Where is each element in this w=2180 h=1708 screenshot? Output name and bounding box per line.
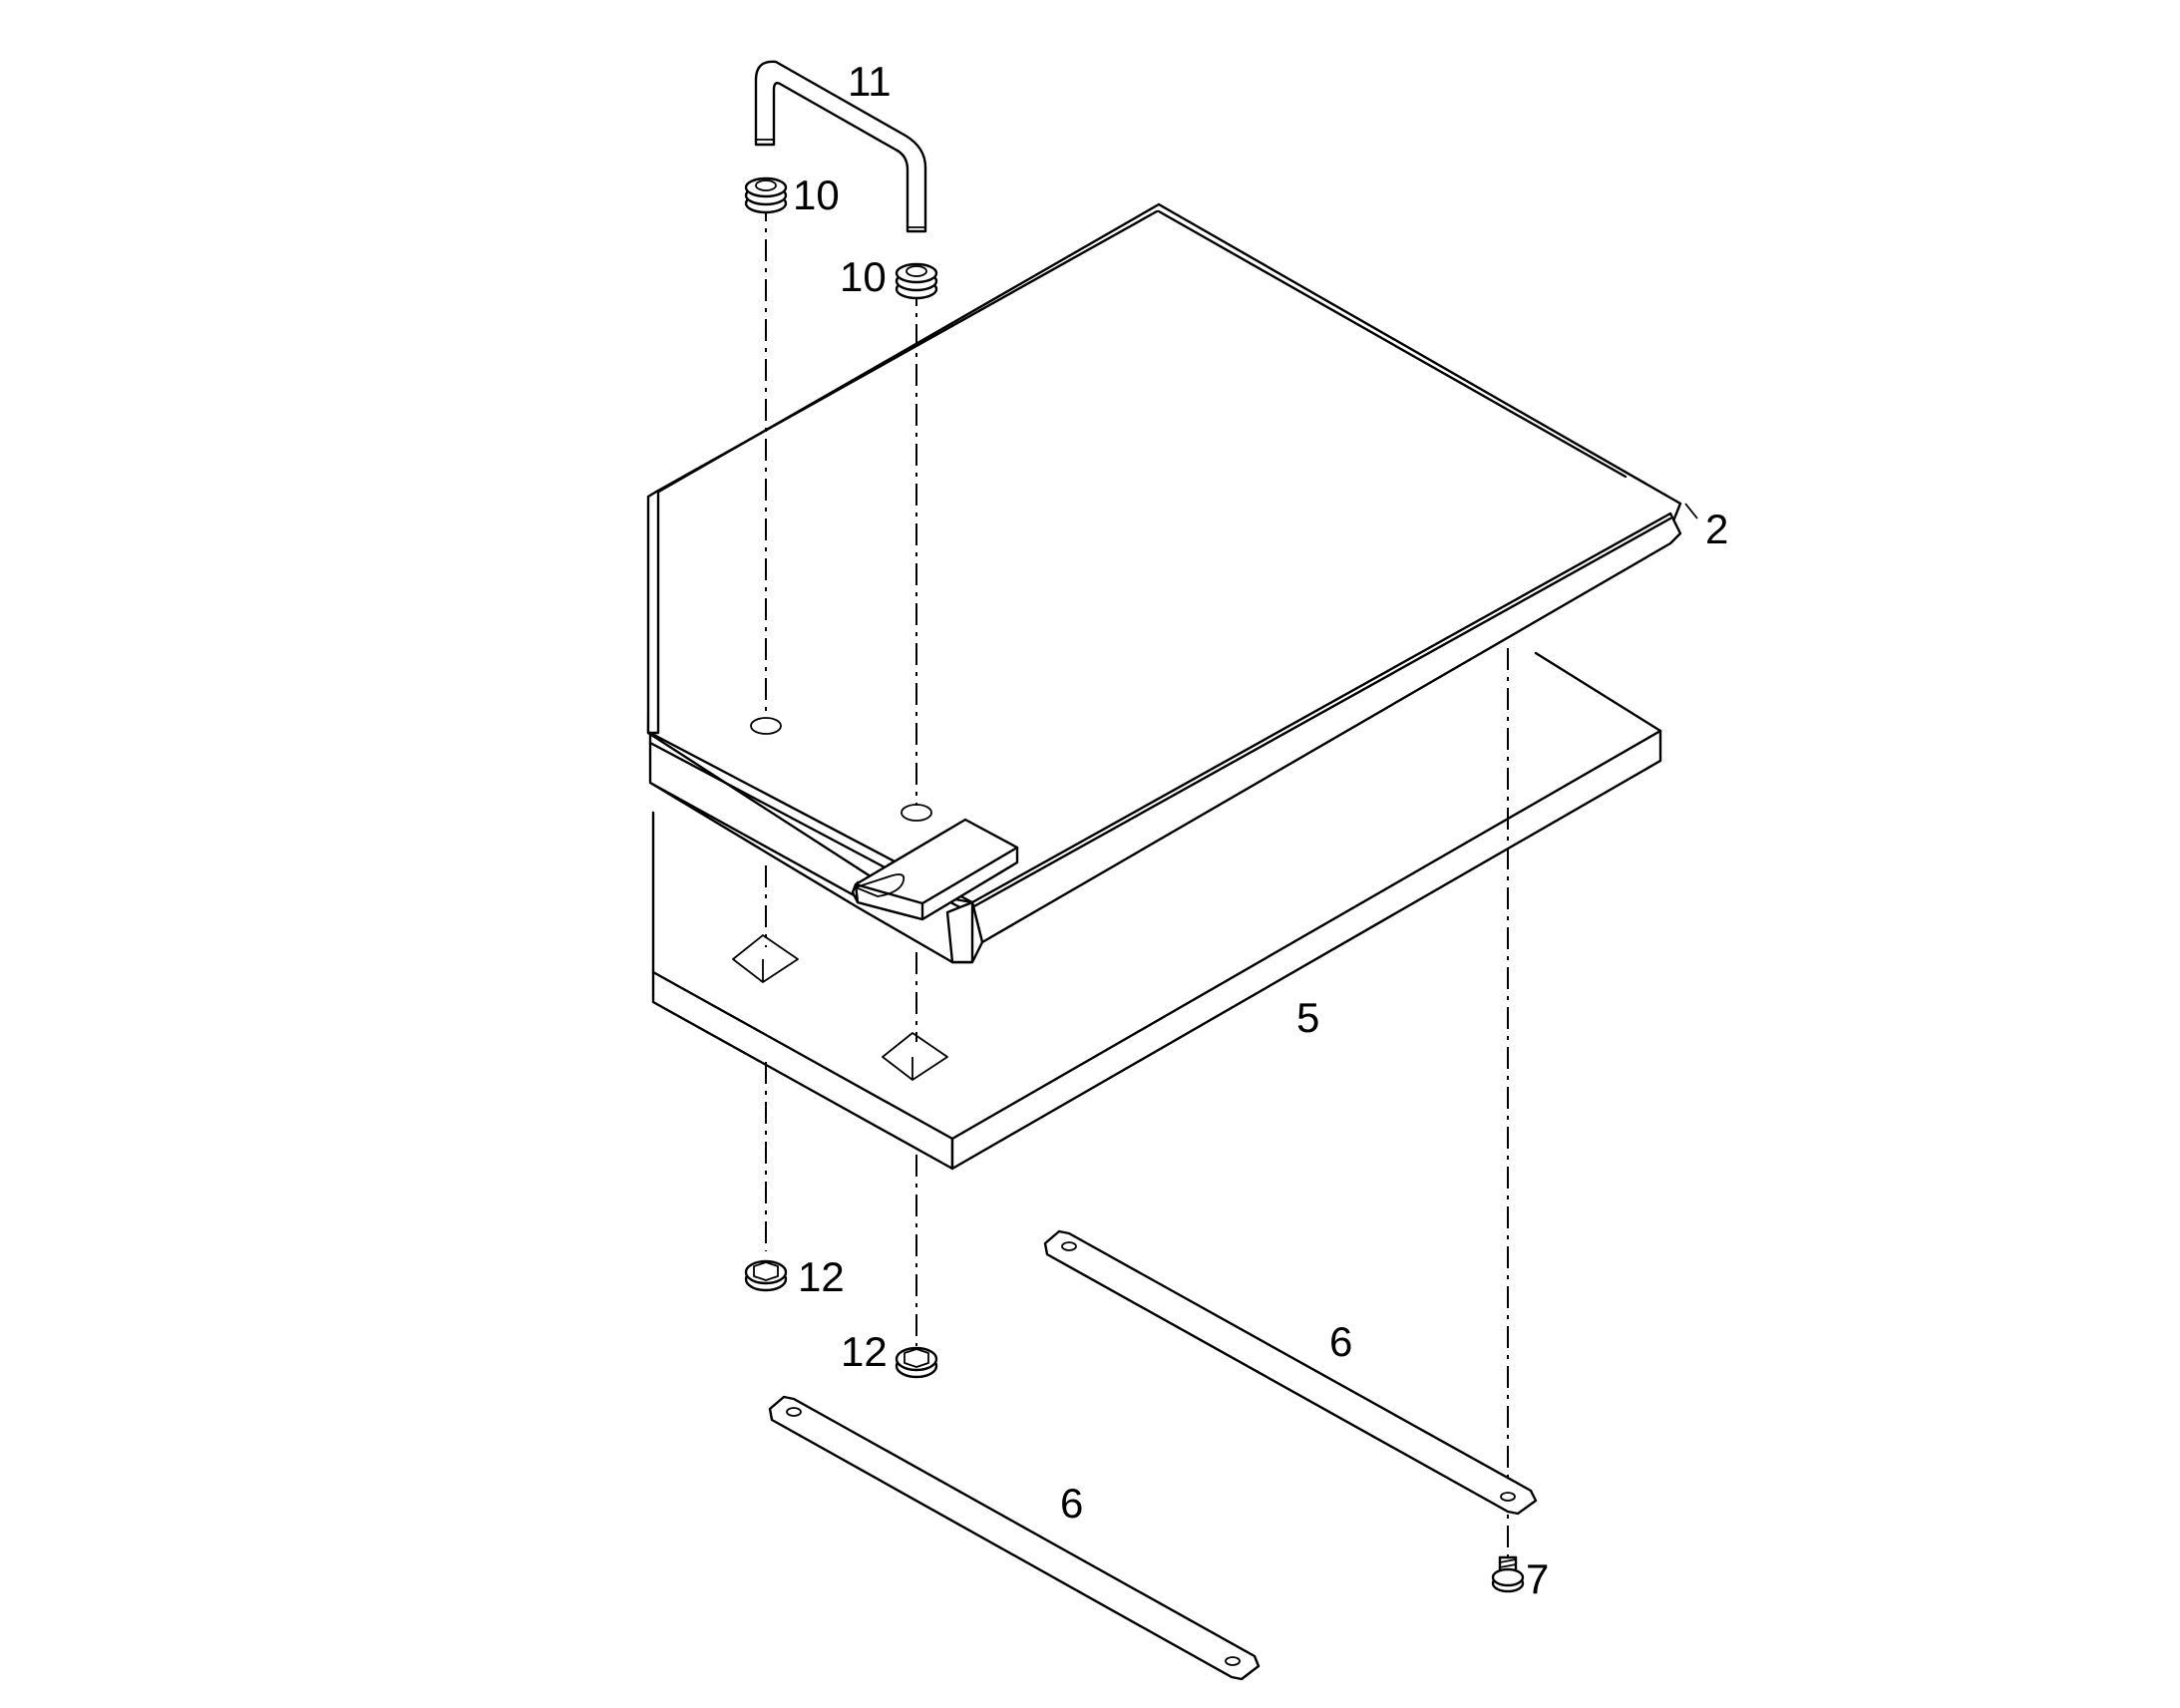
callout-screw: 7: [1526, 1555, 1549, 1602]
callout-grommet-top-left: 10: [793, 171, 840, 218]
callout-labels: 11 10 10 2 5 6 6 12 12 7: [793, 58, 1728, 1602]
assembly-center-lines: [765, 199, 1509, 1570]
base-hole-left: [732, 934, 799, 983]
callout-nut-right: 12: [841, 1328, 888, 1375]
nut-right: [895, 1346, 938, 1379]
callout-grommet-top-right: 10: [840, 253, 887, 300]
callout-strap-left: 6: [1060, 1480, 1083, 1527]
grommet-top-right: [895, 262, 938, 300]
callout-cover-plate: 2: [1705, 506, 1728, 552]
nut-left: [744, 1259, 788, 1292]
grommet-top-left: [744, 176, 788, 214]
screw: [1491, 1555, 1525, 1593]
handle: [754, 60, 927, 233]
cover-plate: [646, 202, 1682, 964]
callout-handle: 11: [848, 58, 892, 105]
callout-base-plate: 5: [1296, 994, 1319, 1041]
base-hole-right: [882, 1032, 948, 1081]
callout-strap-right: 6: [1329, 1318, 1352, 1365]
strap-right: [1043, 1229, 1538, 1516]
base-plate: [651, 651, 1662, 1171]
cover-hole-left: [750, 717, 782, 735]
callout-nut-left: 12: [798, 1253, 845, 1300]
strap-left: [768, 1395, 1261, 1681]
